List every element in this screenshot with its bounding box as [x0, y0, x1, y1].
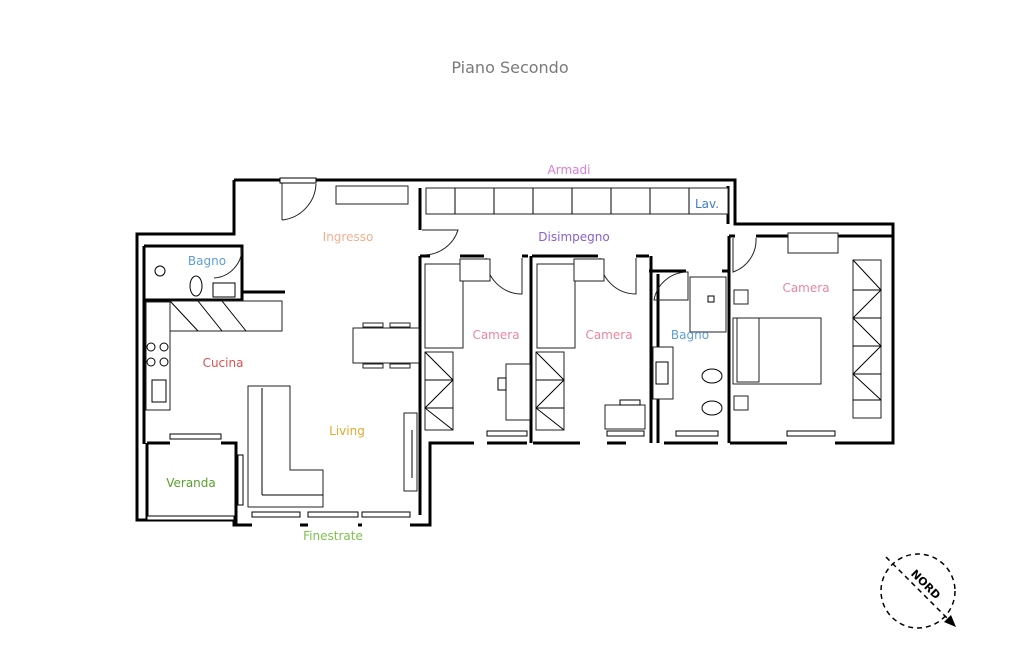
outer-walls — [135, 178, 895, 527]
label-veranda: Veranda — [166, 476, 216, 490]
label-living: Living — [329, 424, 365, 438]
label-bagno-right: Bagno — [671, 328, 709, 342]
north-compass: NORD — [880, 553, 956, 629]
page-title: Piano Secondo — [451, 58, 568, 77]
label-camera-1: Camera — [472, 328, 519, 342]
camera-3-furniture — [732, 232, 882, 419]
sofa — [247, 385, 324, 508]
tv-unit — [403, 412, 418, 492]
label-ingresso: Ingresso — [323, 230, 374, 244]
room-labels: Armadi Lav. Ingresso Disimpegno Bagno Ca… — [166, 163, 829, 543]
kitchen-furniture — [145, 300, 283, 411]
camera-1-furniture — [424, 258, 531, 431]
label-armadi: Armadi — [548, 163, 591, 177]
label-bagno-left: Bagno — [188, 254, 226, 268]
label-camera-2: Camera — [585, 328, 632, 342]
label-lav: Lav. — [695, 197, 719, 211]
label-finestrate: Finestrate — [303, 529, 363, 543]
wardrobes-top — [425, 187, 729, 215]
windows — [146, 177, 836, 521]
ingresso-cabinet — [335, 185, 409, 205]
compass-arrow-icon — [944, 615, 956, 627]
label-camera-3: Camera — [782, 281, 829, 295]
left-bath-fixtures — [154, 265, 236, 298]
dining-table — [352, 322, 420, 369]
label-disimpegno: Disimpegno — [538, 230, 609, 244]
label-cucina: Cucina — [203, 356, 244, 370]
right-bath-fixtures — [652, 276, 727, 416]
camera-2-furniture — [535, 258, 646, 431]
